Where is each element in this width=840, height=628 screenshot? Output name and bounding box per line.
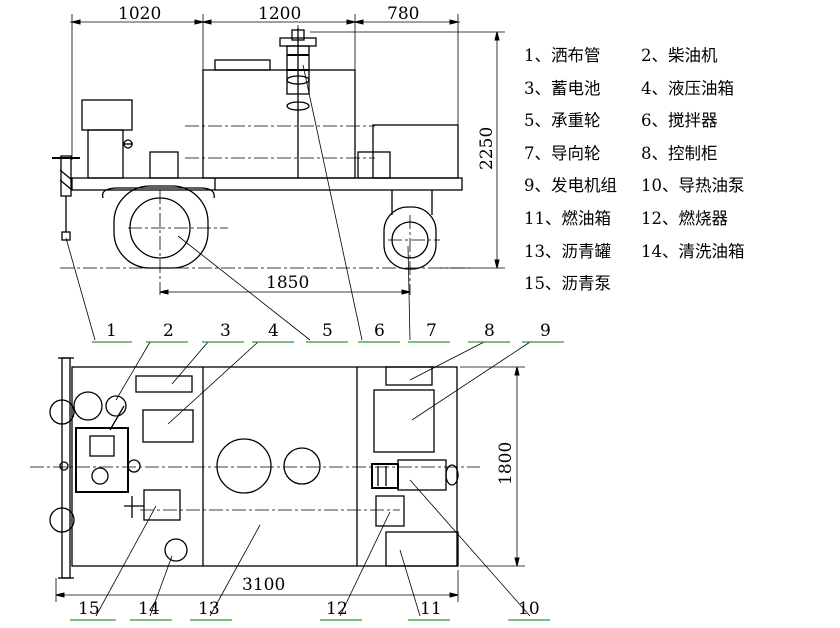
svg-text:3: 3 [220, 321, 231, 341]
legend-item-2: 2、柴油机 [641, 46, 718, 65]
dim-1850: 1850 [266, 273, 309, 293]
plan-outline [71, 366, 458, 567]
side-leaders [65, 64, 411, 341]
side-view: 1020 1200 780 2250 [52, 4, 505, 295]
load-wheel-side [101, 185, 228, 295]
legend-row-4: 7、导向轮 8、控制柜 [524, 138, 834, 171]
callout-8: 8 [468, 321, 510, 343]
asphalt-tank-side [202, 69, 356, 179]
legend-row-7: 13、沥青罐 14、清洗油箱 [524, 236, 834, 269]
legend-row-6: 11、燃油箱 12、燃烧器 [524, 203, 834, 236]
callout-10: 10 [508, 599, 550, 621]
svg-text:9: 9 [540, 321, 551, 341]
spray-bar-side [52, 155, 80, 241]
callout-1: 1 [92, 321, 132, 343]
wheelbase-dimension: 1850 [159, 273, 411, 295]
svg-text:10: 10 [518, 599, 540, 619]
legend-item-7: 7、导向轮 [524, 143, 601, 163]
asphalt-pump-plan [143, 489, 181, 521]
legend-item-14: 14、清洗油箱 [641, 241, 745, 261]
svg-text:4: 4 [268, 321, 279, 341]
guide-wheel-side [383, 190, 440, 295]
legend-row-8: 15、沥青泵 [524, 268, 834, 301]
callout-5: 5 [306, 321, 348, 343]
legend-row-5: 9、发电机组 10、导热油泵 [524, 170, 834, 203]
battery-plan [135, 375, 193, 393]
width-dimension: 1800 [460, 366, 525, 567]
legend-item-13: 13、沥青罐 [524, 241, 611, 261]
legend-item-1: 1、洒布管 [524, 46, 601, 65]
legend-item-15: 15、沥青泵 [524, 274, 611, 294]
generator-plan [373, 389, 435, 453]
legend-item-9: 9、发电机组 [524, 176, 617, 196]
legend-item-8: 8、控制柜 [641, 143, 718, 163]
legend-item-4: 4、液压油箱 [641, 78, 734, 98]
hydraulic-tank-plan [142, 409, 194, 443]
top-dimension-chain: 1020 1200 780 [70, 4, 460, 160]
control-cabinet-plan [385, 366, 433, 386]
callout-12: 12 [320, 599, 362, 621]
cleaning-tank-plan [164, 538, 188, 562]
plan-leaders [95, 341, 531, 617]
legend-row-2: 3、蓄电池 4、液压油箱 [524, 73, 834, 106]
svg-text:12: 12 [326, 599, 348, 619]
dim-3100: 3100 [242, 575, 285, 595]
svg-text:5: 5 [322, 321, 333, 341]
svg-text:11: 11 [420, 599, 442, 619]
callout-6: 6 [358, 321, 400, 343]
legend-row-3: 5、承重轮 6、搅拌器 [524, 105, 834, 138]
thermal-oil-pump-plan [371, 459, 459, 491]
agitator-side [279, 25, 317, 180]
plan-view: 1800 3100 [30, 357, 525, 602]
callout-14: 14 [130, 599, 172, 621]
diesel-engine-side [81, 99, 133, 131]
callouts: 1 2 3 4 5 6 7 8 [70, 321, 564, 621]
manhole-small [283, 447, 321, 485]
callout-15: 15 [70, 599, 116, 621]
diesel-engine-plan [59, 391, 141, 493]
svg-text:7: 7 [426, 321, 437, 341]
svg-text:6: 6 [374, 321, 385, 341]
legend-item-6: 6、搅拌器 [641, 111, 718, 131]
svg-text:13: 13 [198, 599, 220, 619]
callout-2: 2 [146, 321, 188, 343]
dim-1200: 1200 [258, 4, 301, 24]
dim-1800: 1800 [496, 442, 516, 485]
svg-text:15: 15 [78, 599, 100, 619]
callout-4: 4 [252, 321, 294, 343]
callout-3: 3 [202, 321, 244, 343]
svg-text:14: 14 [138, 599, 160, 619]
callout-9: 9 [522, 321, 564, 343]
parts-legend: 1、洒布管 2、柴油机 3、蓄电池 4、液压油箱 5、承重轮 6、搅拌器 7、导… [524, 40, 834, 301]
svg-text:1: 1 [106, 321, 117, 341]
spray-bar-plan [61, 357, 71, 579]
svg-text:2: 2 [163, 321, 174, 341]
svg-text:8: 8 [484, 321, 495, 341]
legend-item-5: 5、承重轮 [524, 111, 601, 131]
callout-11: 11 [408, 599, 450, 621]
length-dimension: 3100 [55, 570, 459, 602]
manhole-large [216, 438, 272, 494]
dim-2250: 2250 [477, 127, 497, 170]
callout-7: 7 [408, 321, 450, 343]
legend-row-1: 1、洒布管 2、柴油机 [524, 40, 834, 73]
dim-780: 780 [387, 4, 419, 24]
legend-item-10: 10、导热油泵 [641, 176, 745, 196]
callout-13: 13 [190, 599, 232, 621]
dim-1020: 1020 [118, 4, 161, 24]
legend-item-3: 3、蓄电池 [524, 78, 601, 98]
legend-item-11: 11、燃油箱 [524, 208, 611, 228]
fuel-tank-plan [385, 531, 459, 567]
height-dimension: 2250 [310, 31, 505, 269]
legend-item-12: 12、燃烧器 [641, 208, 728, 228]
burner-plan [375, 495, 405, 527]
